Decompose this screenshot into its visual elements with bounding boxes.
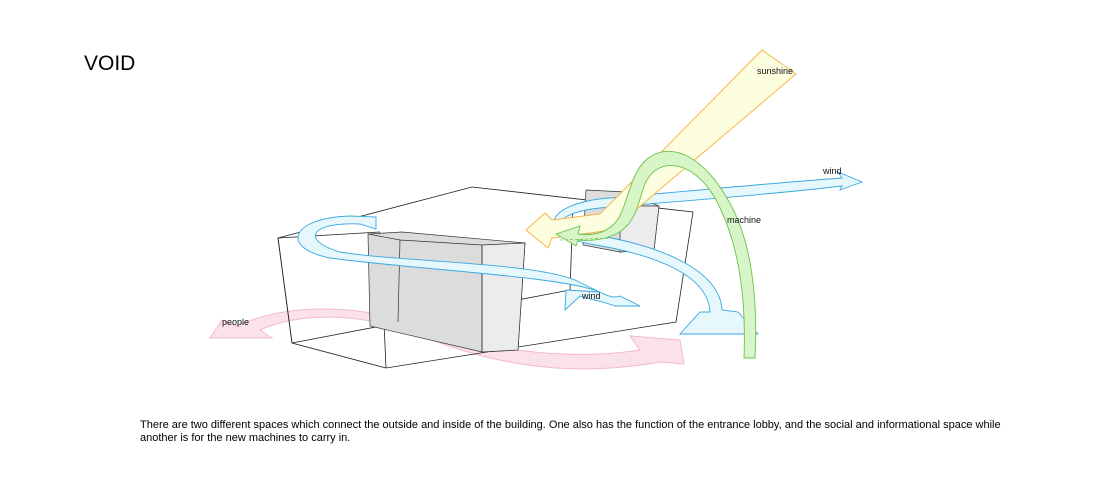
sunshine-beam	[525, 49, 797, 249]
page-title: VOID	[84, 52, 136, 75]
caption: There are two different spaces which con…	[140, 419, 1001, 444]
wind-label-inner: wind	[581, 291, 601, 301]
wind-arrow-inner	[297, 215, 641, 312]
sunshine-label: sunshine	[757, 66, 793, 76]
machine-label: machine	[727, 215, 761, 225]
wind-label-top: wind	[822, 166, 842, 176]
people-label: people	[222, 317, 249, 327]
wall-panel-large	[367, 231, 526, 353]
machine-arrow	[554, 150, 757, 359]
machine-hidden-line	[559, 237, 616, 241]
